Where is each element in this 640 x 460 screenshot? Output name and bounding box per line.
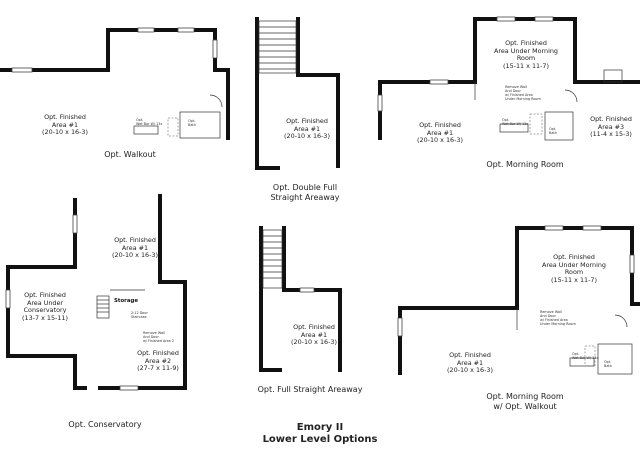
door-swing [564, 89, 578, 103]
window [377, 94, 383, 112]
stair-treads [262, 229, 283, 289]
plan-full-areaway-wall [259, 226, 282, 372]
window [177, 27, 195, 33]
bath-outline [597, 343, 633, 375]
room-label-area-1: Opt. Finished Area #1 (20-10 x 16-3) [417, 121, 463, 145]
caption-morning-room: Opt. Morning Room [486, 160, 564, 169]
window [582, 225, 602, 231]
door-swing [614, 314, 628, 328]
plan-double-areaway-wall-2 [296, 17, 340, 168]
window [496, 16, 516, 22]
caption-double-areaway: Opt. Double Full Straight Areaway [270, 183, 340, 202]
closet-dashed [167, 117, 179, 137]
window [5, 289, 11, 309]
room-label-under-morning-room: Opt. Finished Area Under Morning Room (1… [494, 39, 558, 70]
plan-full-areaway-wall-2 [282, 226, 342, 372]
caption-full-areaway: Opt. Full Straight Areaway [257, 385, 363, 394]
closet-dashed [529, 113, 543, 135]
plan-morning-walkout-wall [398, 226, 640, 375]
window [212, 39, 218, 59]
caption-conservatory: Opt. Conservatory [68, 420, 142, 429]
room-label-area-1: Opt. Finished Area #1 (20-10 x 16-3) [284, 117, 330, 141]
bath-label: Opt. Bath [604, 360, 612, 368]
plan-walkout-wall [0, 28, 230, 140]
closet-dashed [584, 345, 596, 367]
remove-wall-note: Remove Wall And Door w/ Finished Area Un… [505, 85, 541, 101]
room-label-area-1: Opt. Finished Area #1 (20-10 x 16-3) [291, 323, 337, 347]
stair-treads [258, 20, 297, 74]
storage-label: Storage [114, 298, 138, 304]
window [534, 16, 554, 22]
window [629, 254, 635, 274]
door-swing [209, 94, 223, 108]
plan-conservatory-wall [6, 198, 87, 390]
room-label-under-conservatory: Opt. Finished Area Under Conservatory (1… [22, 291, 68, 322]
room-label-area-1: Opt. Finished Area #1 (20-10 x 16-3) [112, 236, 158, 260]
remove-wall-note: Remove Wall And Door w/ Finished Area 2 [143, 331, 174, 343]
fireplace [603, 69, 623, 83]
room-label-area-1: Opt. Finished Area #1 (20-10 x 16-3) [42, 113, 88, 137]
wet-bar [133, 125, 159, 135]
room-label-under-morning-room: Opt. Finished Area Under Morning Room (1… [542, 253, 606, 284]
window [299, 287, 315, 293]
window [544, 225, 564, 231]
window [11, 67, 33, 73]
window [429, 79, 449, 85]
room-label-area-1: Opt. Finished Area #1 (20-10 x 16-3) [447, 351, 493, 375]
stair-treads [96, 295, 110, 319]
wet-bar-label: Opt. Wet Bar W/ 13x [572, 352, 599, 360]
plan-double-areaway-wall [255, 17, 280, 170]
bath-label: Opt. Bath [549, 127, 557, 135]
window [72, 214, 78, 234]
window [397, 317, 403, 337]
sheet-title: Emory II Lower Level Options [262, 422, 378, 445]
caption-walkout: Opt. Walkout [104, 150, 156, 159]
plan-morning-room-wall [378, 17, 640, 140]
remove-wall-note: Remove Wall And Door w/ Finished Area Un… [540, 310, 576, 326]
bath-outline [544, 111, 574, 141]
plan-conservatory-wall-2 [98, 194, 187, 390]
window [137, 27, 155, 33]
wet-bar-label: Opt. Wet Bar W/ 13x [136, 118, 163, 126]
room-label-area-2: Opt. Finished Area #2 (27-7 x 11-9) [137, 349, 179, 373]
wet-bar-label: Opt. Wet Bar W/ 13x [502, 118, 529, 126]
room-label-area-3: Opt. Finished Area #3 (11-4 x 15-3) [590, 115, 632, 139]
bath-label: Opt. Bath [188, 119, 196, 127]
stair-door-note: 2:12 Door Staircase [131, 311, 148, 319]
bath-outline [179, 111, 221, 139]
caption-morning-room-walkout: Opt. Morning Room w/ Opt. Walkout [486, 392, 564, 411]
window [119, 385, 139, 391]
wet-bar [569, 357, 595, 367]
wet-bar [499, 123, 529, 133]
